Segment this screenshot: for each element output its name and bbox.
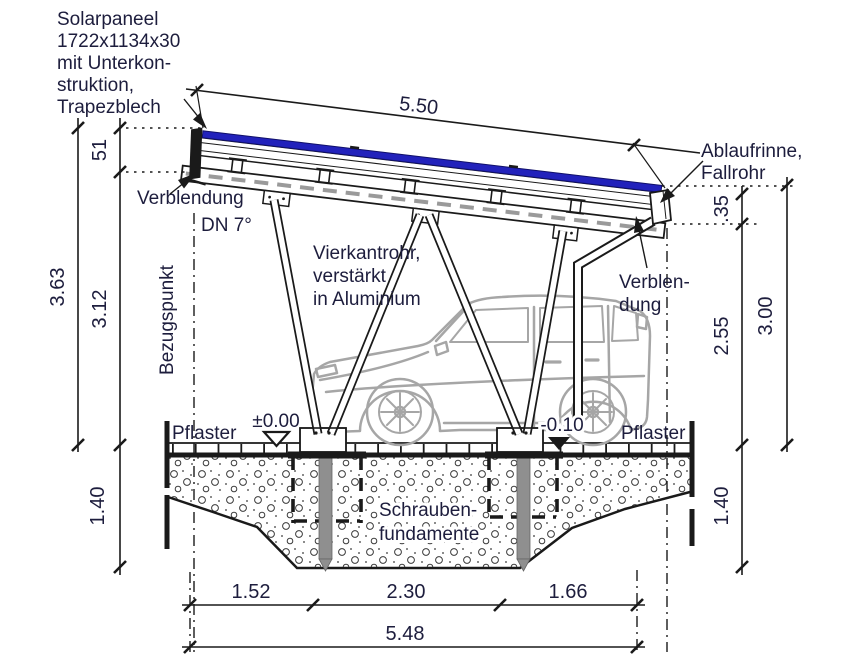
solar-panel [201,130,663,193]
screw-pile-right [516,451,531,560]
label-solarpaneel-3: mit Unterkon- [57,53,171,74]
dim-span-right: 1.66 [549,581,588,603]
fascia-left [189,127,203,180]
pavement [167,442,690,459]
label-level-minus10: -0.10 [540,415,583,436]
beam-centerline [185,171,661,233]
label-ablaufrinne-2: Fallrohr [701,163,766,184]
label-pflaster-right: Pflaster [621,423,686,444]
dim-span-left: 1.52 [232,581,271,603]
car-wheel-rear [558,377,628,447]
label-vierkantrohr-3: in Aluminium [313,289,421,310]
fascia-left-flange [187,178,207,186]
label-pflaster-left: Pflaster [172,423,237,444]
dimension-lines [77,88,788,648]
label-solarpaneel-1: Solarpaneel [57,9,158,30]
roof-assembly [179,127,667,242]
base-plate-outlines [299,427,544,453]
label-schraubenfundamente-1: Schrauben- [379,500,477,521]
excavation-profile [167,490,691,570]
label-dn: DN 7° [201,215,252,236]
screw-pile-right-tip [516,558,531,572]
soil-section [164,421,695,570]
label-verblendung-right-1: Verblen- [619,272,690,293]
screw-foundations [291,451,559,572]
label-schraubenfundamente-2: fundamente [379,524,479,545]
dim-foundation-depth-right: 1.40 [711,487,733,526]
dim-clear-height-left: 3.12 [89,290,111,329]
level-marker-minus10 [548,437,570,450]
level-marker-zero [261,430,292,448]
label-verblendung-right-2: dung [619,295,661,316]
base-plate-left [299,427,347,453]
arrow-solarpaneel [193,113,207,129]
purlin-brackets [227,157,586,215]
reference-lines [189,213,668,652]
car-wheel-front [365,377,435,447]
arrow-verblendung-right [634,216,644,233]
label-vierkantrohr-1: Vierkantrohr, [313,243,420,264]
screw-pile-left-tip [318,558,333,572]
label-ablaufrinne-1: Ablaufrinne, [701,141,802,162]
car-hood-line [318,350,430,382]
label-bezugspunkt: Bezugspunkt [157,264,178,375]
car-headlight [314,363,339,379]
dim-fascia-height: 51 [89,139,111,161]
dim-roof-length: 5.50 [398,93,439,119]
label-verblendung-left: Verblendung [137,188,244,209]
car-side-crease [324,374,646,394]
label-solarpaneel-2: 1722x1134x30 [57,31,180,52]
support-struts [269,199,568,436]
label-vierkantrohr-2: verstärkt [313,266,387,287]
car-taillight [635,312,649,331]
car-mirror [433,340,450,357]
downpipe [573,216,656,430]
dim-foundation-depth-left: 1.40 [87,487,109,526]
soil-body [167,455,690,568]
labels: Solarpaneel 1722x1134x30 mit Unterkon- s… [57,9,802,450]
dim-total-span: 5.48 [386,623,425,645]
car-door-handles [544,358,600,364]
screw-pile-left [318,451,333,560]
arrow-verblendung-left [178,173,196,189]
label-level-zero: ±0.00 [252,411,299,432]
dim-total-height-right: 3.00 [755,297,777,336]
sheet-profile-lines [192,141,663,207]
dotted-leaders [126,127,795,225]
label-solarpaneel-5: Trapezblech [57,97,161,118]
leader-ablaufrinne [667,160,704,197]
label-solarpaneel-4: struktion, [57,75,134,96]
dim-gutter-height: .35 [711,195,733,223]
leader-verblendung-right [638,229,648,269]
dimension-system: 5.50 51 3.63 3.12 .35 2.55 3.00 1.40 1.4… [47,83,795,654]
dim-clear-height-right: 2.55 [711,317,733,356]
dim-total-height-left: 3.63 [47,268,69,307]
arrow-ablaufrinne [660,188,675,203]
dim-span-middle: 2.30 [387,581,426,603]
